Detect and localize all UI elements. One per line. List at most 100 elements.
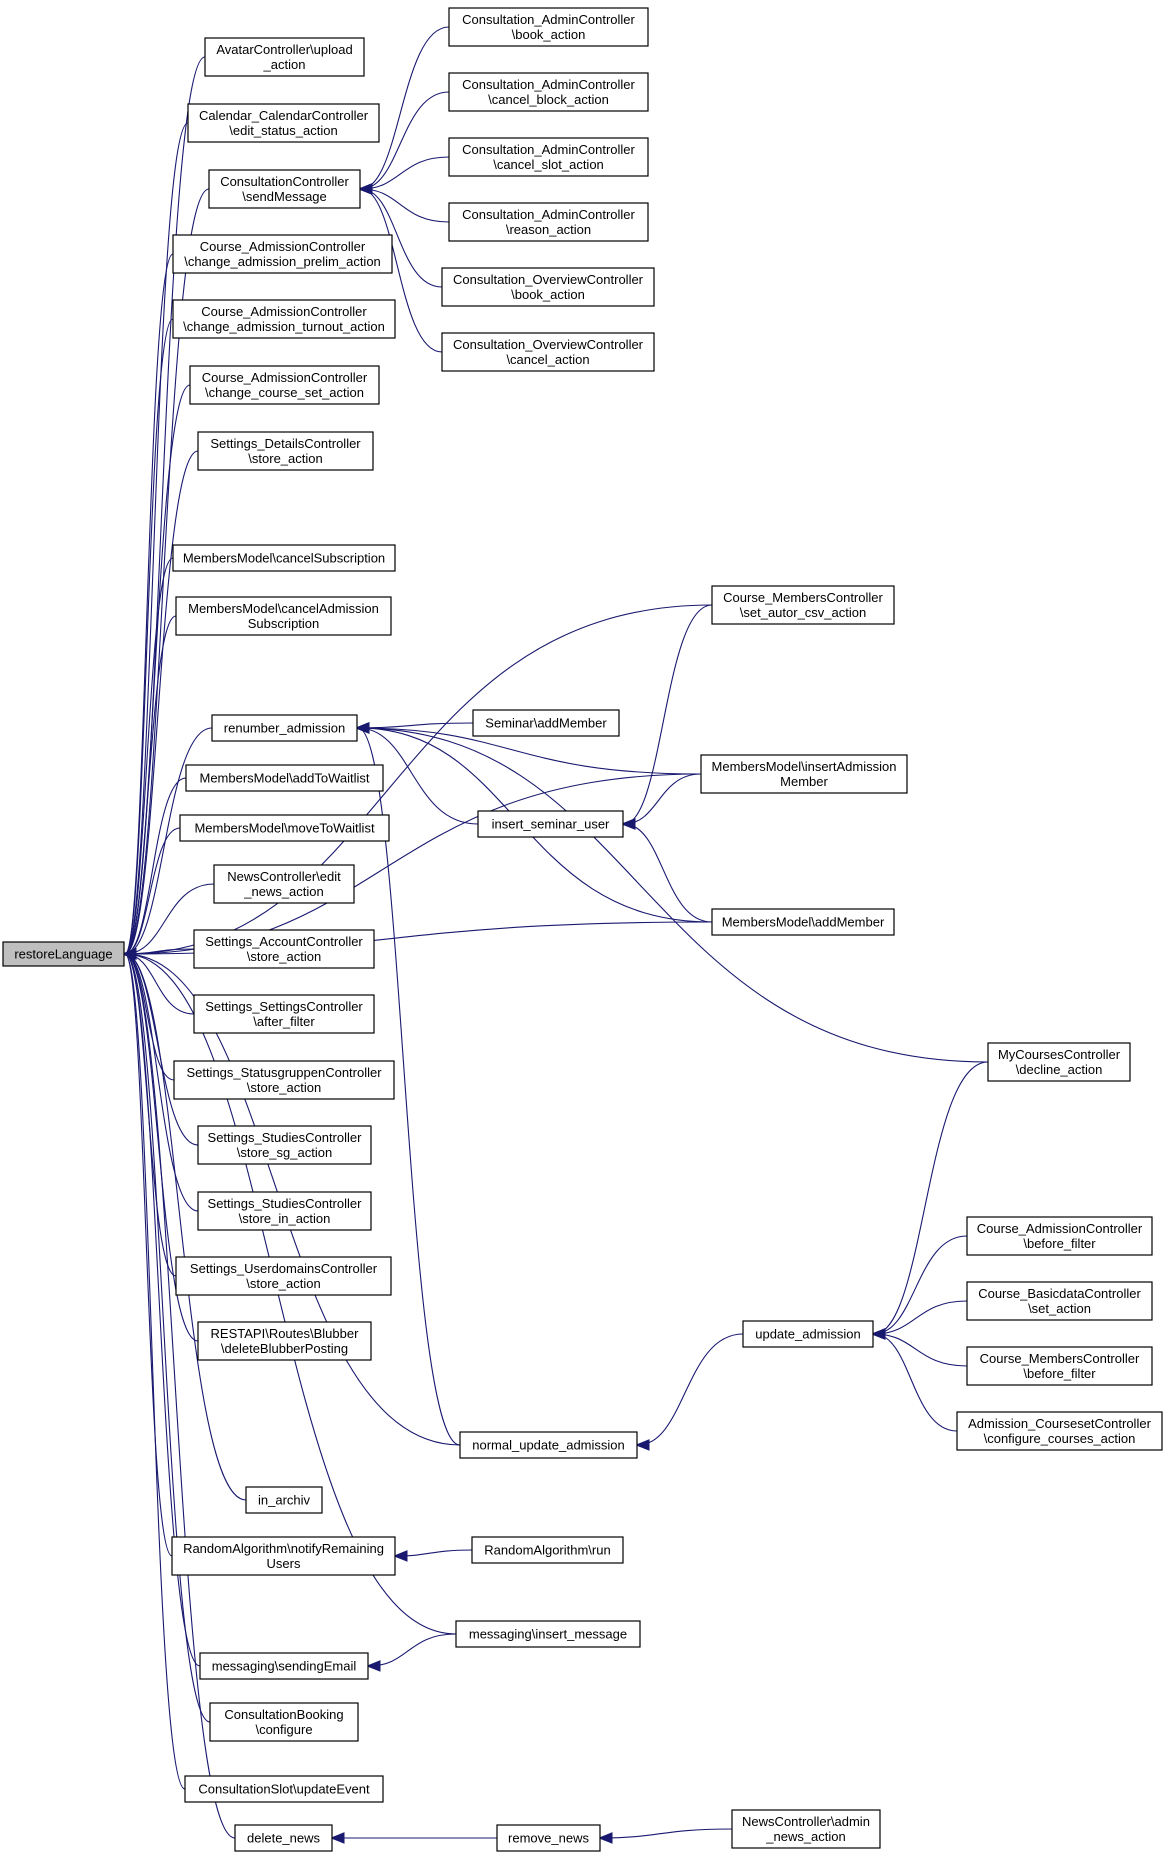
node-news_edit[interactable]: NewsController\edit_news_action xyxy=(213,864,355,904)
node-label: Settings_StatusgruppenController xyxy=(186,1065,382,1080)
node-box xyxy=(204,37,365,77)
node-cac_cancelblock[interactable]: Consultation_AdminController\cancel_bloc… xyxy=(448,72,649,112)
node-mm_movewait[interactable]: MembersModel\moveToWaitlist xyxy=(179,814,390,842)
edge-insert_seminar_user-to-renumber xyxy=(358,728,479,825)
node-label: \book_action xyxy=(511,287,585,302)
edge-consult_send-to-restore xyxy=(125,188,210,954)
node-label: \book_action xyxy=(512,27,586,42)
edge-cac_beforefilter-to-update_admission xyxy=(874,1235,968,1334)
node-msg_insert[interactable]: messaging\insert_message xyxy=(455,1620,641,1648)
node-restapi[interactable]: RESTAPI\Routes\Blubber\deleteBlubberPost… xyxy=(197,1321,372,1361)
edge-mycourses_decline-to-renumber xyxy=(358,728,989,1063)
node-label: Course_MembersController xyxy=(980,1351,1140,1366)
node-cbc_setaction[interactable]: Course_BasicdataController\set_action xyxy=(966,1281,1153,1321)
edge-cac_book-to-consult_send xyxy=(361,26,450,189)
node-ca_courseset[interactable]: Course_AdmissionController\change_course… xyxy=(189,365,380,405)
node-box xyxy=(742,1320,874,1348)
node-msg_sending[interactable]: messaging\sendingEmail xyxy=(199,1652,369,1680)
node-label: \before_filter xyxy=(1023,1236,1096,1251)
node-label: Subscription xyxy=(248,616,320,631)
node-remove_news[interactable]: remove_news xyxy=(496,1824,601,1852)
node-cac_cancelslot[interactable]: Consultation_AdminController\cancel_slot… xyxy=(448,137,649,177)
node-in_archiv[interactable]: in_archiv xyxy=(245,1486,323,1514)
edge-cbc_setaction-to-update_admission xyxy=(874,1300,968,1334)
node-box xyxy=(987,1042,1131,1082)
node-cmc_setautor[interactable]: Course_MembersController\set_autor_csv_a… xyxy=(711,585,895,625)
node-settings_studies_in[interactable]: Settings_StudiesController\store_in_acti… xyxy=(197,1191,372,1231)
node-mm_addwait[interactable]: MembersModel\addToWaitlist xyxy=(185,764,384,792)
node-label: delete_news xyxy=(247,1831,320,1846)
node-label: \decline_action xyxy=(1016,1062,1103,1077)
node-acc_configure[interactable]: Admission_CoursesetController\configure_… xyxy=(956,1411,1163,1451)
node-mm_addmember[interactable]: MembersModel\addMember xyxy=(711,908,895,936)
node-label: Seminar\addMember xyxy=(485,716,607,731)
node-label: NewsController\edit xyxy=(227,869,341,884)
node-box xyxy=(172,299,396,339)
edge-random_run-to-random_notify xyxy=(396,1549,473,1556)
node-settings_status[interactable]: Settings_StatusgruppenController\store_a… xyxy=(173,1060,395,1100)
node-label: Course_AdmissionController xyxy=(202,370,368,385)
node-label: NewsController\admin xyxy=(742,1814,870,1829)
node-mycourses_decline[interactable]: MyCoursesController\decline_action xyxy=(987,1042,1131,1082)
node-avatar[interactable]: AvatarController\upload_action xyxy=(204,37,365,77)
node-insert_seminar_user[interactable]: insert_seminar_user xyxy=(477,810,624,838)
edge-cac_cancelblock-to-consult_send xyxy=(361,91,450,189)
node-cac_beforefilter[interactable]: Course_AdmissionController\before_filter xyxy=(966,1216,1153,1256)
node-cac_book[interactable]: Consultation_AdminController\book_action xyxy=(448,7,649,47)
node-coc_book[interactable]: Consultation_OverviewController\book_act… xyxy=(441,267,655,307)
node-settings_account[interactable]: Settings_AccountController\store_action xyxy=(193,929,375,969)
node-label: Consultation_AdminController xyxy=(462,77,635,92)
node-consult_slot[interactable]: ConsultationSlot\updateEvent xyxy=(184,1775,384,1803)
node-cmc_beforefilter[interactable]: Course_MembersController\before_filter xyxy=(966,1346,1153,1386)
node-label: in_archiv xyxy=(258,1493,311,1508)
node-label: messaging\sendingEmail xyxy=(212,1659,357,1674)
node-settings_details[interactable]: Settings_DetailsController\store_action xyxy=(197,431,374,471)
node-ca_prelim[interactable]: Course_AdmissionController\change_admiss… xyxy=(172,234,393,274)
node-settings_userdomains[interactable]: Settings_UserdomainsController\store_act… xyxy=(175,1256,392,1296)
node-ca_turnout[interactable]: Course_AdmissionController\change_admiss… xyxy=(172,299,396,339)
node-label: MembersModel\cancelSubscription xyxy=(183,551,385,566)
node-box xyxy=(700,754,908,794)
node-label: \store_action xyxy=(247,949,321,964)
node-box xyxy=(472,709,620,737)
node-box xyxy=(448,7,649,47)
node-cac_reason[interactable]: Consultation_AdminController\reason_acti… xyxy=(448,202,649,242)
edge-settings_studies_in-to-restore xyxy=(125,954,199,1212)
node-consult_booking[interactable]: ConsultationBooking\configure xyxy=(209,1702,359,1742)
node-mm_cancelsub[interactable]: MembersModel\cancelSubscription xyxy=(172,544,396,572)
node-label: Settings_UserdomainsController xyxy=(190,1261,378,1276)
node-box xyxy=(209,1702,359,1742)
node-seminar_addmember[interactable]: Seminar\addMember xyxy=(472,709,620,737)
node-random_run[interactable]: RandomAlgorithm\run xyxy=(471,1536,624,1564)
node-label: Course_AdmissionController xyxy=(977,1221,1143,1236)
node-label: RESTAPI\Routes\Blubber xyxy=(211,1326,360,1341)
node-update_admission[interactable]: update_admission xyxy=(742,1320,874,1348)
edge-mm_insertadm-to-restore xyxy=(125,773,702,954)
node-label: Settings_StudiesController xyxy=(208,1196,363,1211)
node-box xyxy=(193,994,375,1034)
node-label: RandomAlgorithm\notifyRemaining xyxy=(183,1541,384,1556)
node-box xyxy=(455,1620,641,1648)
node-renumber[interactable]: renumber_admission xyxy=(211,714,358,742)
node-delete_news[interactable]: delete_news xyxy=(234,1824,333,1852)
edge-coc_cancel-to-consult_send xyxy=(361,189,443,353)
node-label: messaging\insert_message xyxy=(469,1627,627,1642)
node-box xyxy=(175,596,392,636)
node-coc_cancel[interactable]: Consultation_OverviewController\cancel_a… xyxy=(441,332,655,372)
node-consult_send[interactable]: ConsultationController\sendMessage xyxy=(208,169,361,209)
node-label: _news_action xyxy=(765,1829,846,1844)
node-calendar[interactable]: Calendar_CalendarController\edit_status_… xyxy=(187,103,380,143)
node-settings_studies_sg[interactable]: Settings_StudiesController\store_sg_acti… xyxy=(197,1125,372,1165)
node-restore[interactable]: restoreLanguage xyxy=(2,941,125,967)
node-news_admin[interactable]: NewsController\admin_news_action xyxy=(731,1809,881,1849)
node-settings_settings[interactable]: Settings_SettingsController\after_filter xyxy=(193,994,375,1034)
edge-news_admin-to-remove_news xyxy=(601,1828,733,1838)
node-box xyxy=(197,431,374,471)
edge-ca_turnout-to-restore xyxy=(125,318,174,954)
node-box xyxy=(213,864,355,904)
node-normal_update[interactable]: normal_update_admission xyxy=(459,1431,638,1459)
